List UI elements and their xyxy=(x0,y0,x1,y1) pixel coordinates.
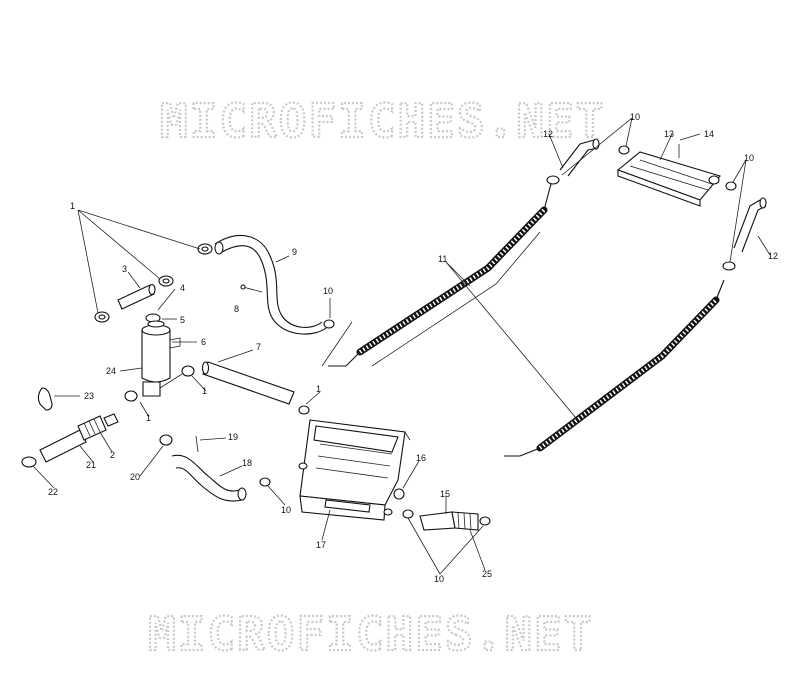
callout-10-b: 10 xyxy=(281,505,291,515)
callout-14: 14 xyxy=(704,129,714,139)
callout-9: 9 xyxy=(292,247,297,257)
callout-18: 18 xyxy=(242,458,252,468)
callout-17: 17 xyxy=(316,540,326,550)
heat-exchanger xyxy=(298,419,411,521)
callout-10-c: 10 xyxy=(434,574,444,584)
callout-8: 8 xyxy=(234,304,239,314)
tee-fitting xyxy=(124,365,195,402)
watermark-top: MICROFICHES.NET xyxy=(160,94,605,148)
callout-10-a: 10 xyxy=(323,286,333,296)
callout-12-left: 12 xyxy=(543,129,553,139)
pin-8 xyxy=(242,286,263,293)
clamp-mid xyxy=(158,275,174,287)
callout-19: 19 xyxy=(228,432,238,442)
coolant-bottle xyxy=(141,320,181,383)
clip-23 xyxy=(37,387,53,411)
callout-10-e: 10 xyxy=(744,153,754,163)
callout-3: 3 xyxy=(122,264,127,274)
callout-5: 5 xyxy=(180,315,185,325)
clamp-7 xyxy=(298,405,310,415)
clamp-10b xyxy=(259,477,271,487)
callout-16: 16 xyxy=(416,453,426,463)
watermark-bottom: MICROFICHES.NET xyxy=(148,607,593,661)
callout-11: 11 xyxy=(438,254,447,264)
clamp-10c-left xyxy=(402,509,414,519)
hose-9 xyxy=(214,235,327,335)
hose-18 xyxy=(171,454,247,502)
leader-lines xyxy=(32,117,771,575)
callout-22: 22 xyxy=(48,487,58,497)
clamp-10d xyxy=(618,145,630,155)
clamp-10e xyxy=(725,181,737,191)
clamp-lower xyxy=(94,311,110,323)
elbow-12-right xyxy=(733,197,767,253)
clamp-10c-right xyxy=(479,516,491,526)
callout-25: 25 xyxy=(482,569,492,579)
clamp-22 xyxy=(21,456,37,468)
cooler-13 xyxy=(616,151,721,207)
clamp-11-right xyxy=(722,261,736,271)
hose-21 xyxy=(39,413,119,463)
pin-19 xyxy=(195,435,199,453)
hose-15 xyxy=(419,511,479,531)
hose-7 xyxy=(201,361,295,405)
rail-cooler-right xyxy=(504,279,725,457)
callout-20: 20 xyxy=(130,472,140,482)
clamp-20 xyxy=(159,434,173,446)
callout-1-lower: 1 xyxy=(146,413,151,423)
callout-1-tee: 1 xyxy=(202,386,207,396)
clamp-16 xyxy=(393,488,405,500)
callout-4: 4 xyxy=(180,283,185,293)
rail-cooler-left xyxy=(321,179,553,367)
callout-2: 2 xyxy=(110,450,115,460)
callout-13: 13 xyxy=(664,129,674,139)
callout-10-d: 10 xyxy=(630,112,640,122)
clamp-11-left xyxy=(546,175,560,185)
callout-21: 21 xyxy=(86,460,96,470)
callout-12-right: 12 xyxy=(768,251,778,261)
callout-6: 6 xyxy=(201,337,206,347)
callout-24: 24 xyxy=(106,366,116,376)
callout-1-clamps: 1 xyxy=(70,201,75,211)
callout-1-right: 1 xyxy=(316,384,321,394)
clamp-10a xyxy=(323,319,335,329)
hose-3 xyxy=(117,283,156,310)
clamp-upper xyxy=(197,243,213,255)
callout-7: 7 xyxy=(256,342,261,352)
callout-15: 15 xyxy=(440,489,450,499)
callout-23: 23 xyxy=(84,391,94,401)
